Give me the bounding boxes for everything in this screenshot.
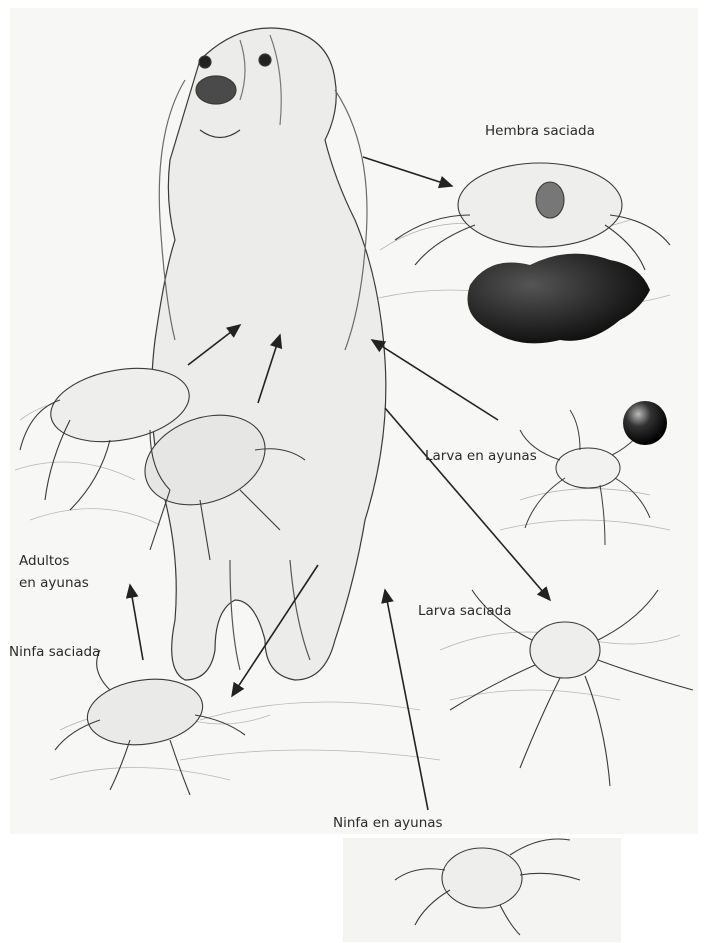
arrow-ninfa-ayunas-to-dog (385, 590, 428, 810)
dog-illustration (152, 28, 386, 680)
ninfa-saciada-tick (55, 650, 245, 795)
arrow-ninfa-saciada-to-adultos (130, 585, 143, 660)
label-hembra-saciada: Hembra saciada (485, 123, 595, 140)
arrow-dog-to-hembra (363, 157, 452, 186)
label-adultos-line1: Adultos (19, 553, 69, 570)
label-ninfa-saciada: Ninfa saciada (9, 644, 100, 661)
hembra-saciada-tick (395, 163, 670, 270)
arrow-dog-to-larva-saciada (385, 408, 550, 600)
label-larva-ayunas: Larva en ayunas (425, 448, 537, 465)
arrow-larva-ayunas-to-dog (372, 340, 498, 420)
ball-icon (623, 401, 667, 445)
label-adultos-line2: en ayunas (19, 575, 89, 592)
ninfa-ayunas-tick (395, 839, 580, 935)
label-larva-saciada: Larva saciada (418, 603, 512, 620)
label-ninfa-ayunas: Ninfa en ayunas (333, 815, 443, 832)
egg-mass (468, 254, 651, 344)
